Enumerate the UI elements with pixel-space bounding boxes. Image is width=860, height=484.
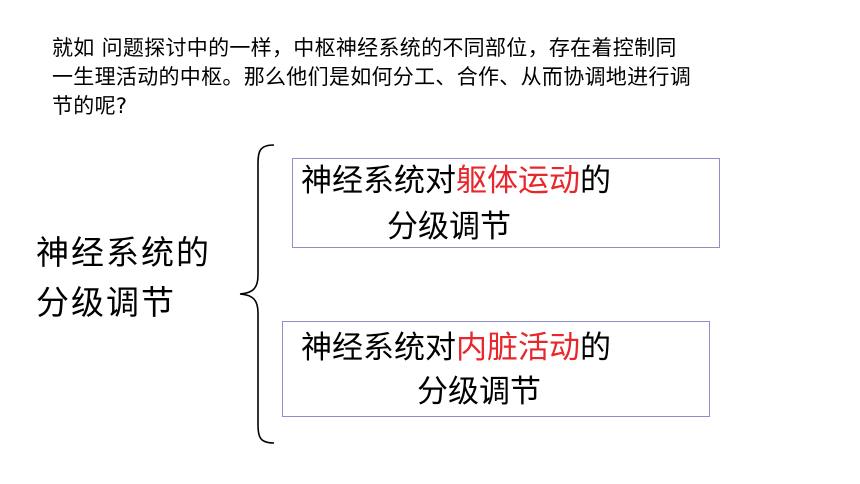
box-visceral-activity-suffix: 的 (580, 330, 611, 366)
box-visceral-activity-prefix: 神经系统对 (301, 330, 456, 366)
box-somatic-motor-highlight: 躯体运动 (456, 163, 580, 199)
intro-line-1: 就如 问题探讨中的一样，中枢神经系统的不同部位，存在着控制同 (52, 36, 677, 60)
box-somatic-motor-subtitle: 分级调节 (387, 209, 511, 245)
intro-line-3: 节的呢? (52, 94, 128, 118)
intro-line-2: 一生理活动的中枢。那么他们是如何分工、合作、从而协调地进行调 (52, 65, 691, 89)
box-somatic-motor-title: 神经系统对躯体运动的 (301, 159, 611, 203)
box-somatic-motor-suffix: 的 (580, 163, 611, 199)
topic-label-line-1: 神经系统的 (36, 233, 211, 272)
box-somatic-motor-prefix: 神经系统对 (301, 163, 456, 199)
curly-brace (239, 144, 275, 444)
box-visceral-activity-highlight: 内脏活动 (456, 330, 580, 366)
box-visceral-activity-subtitle: 分级调节 (417, 374, 541, 410)
topic-label-line-2: 分级调节 (36, 283, 176, 322)
box-somatic-motor: 神经系统对躯体运动的 分级调节 (292, 158, 720, 248)
box-visceral-activity: 神经系统对内脏活动的 分级调节 (282, 321, 710, 417)
topic-label: 神经系统的 分级调节 (36, 228, 211, 328)
intro-text: 就如 问题探讨中的一样，中枢神经系统的不同部位，存在着控制同 一生理活动的中枢。… (52, 34, 812, 121)
box-visceral-activity-title: 神经系统对内脏活动的 (301, 326, 611, 370)
